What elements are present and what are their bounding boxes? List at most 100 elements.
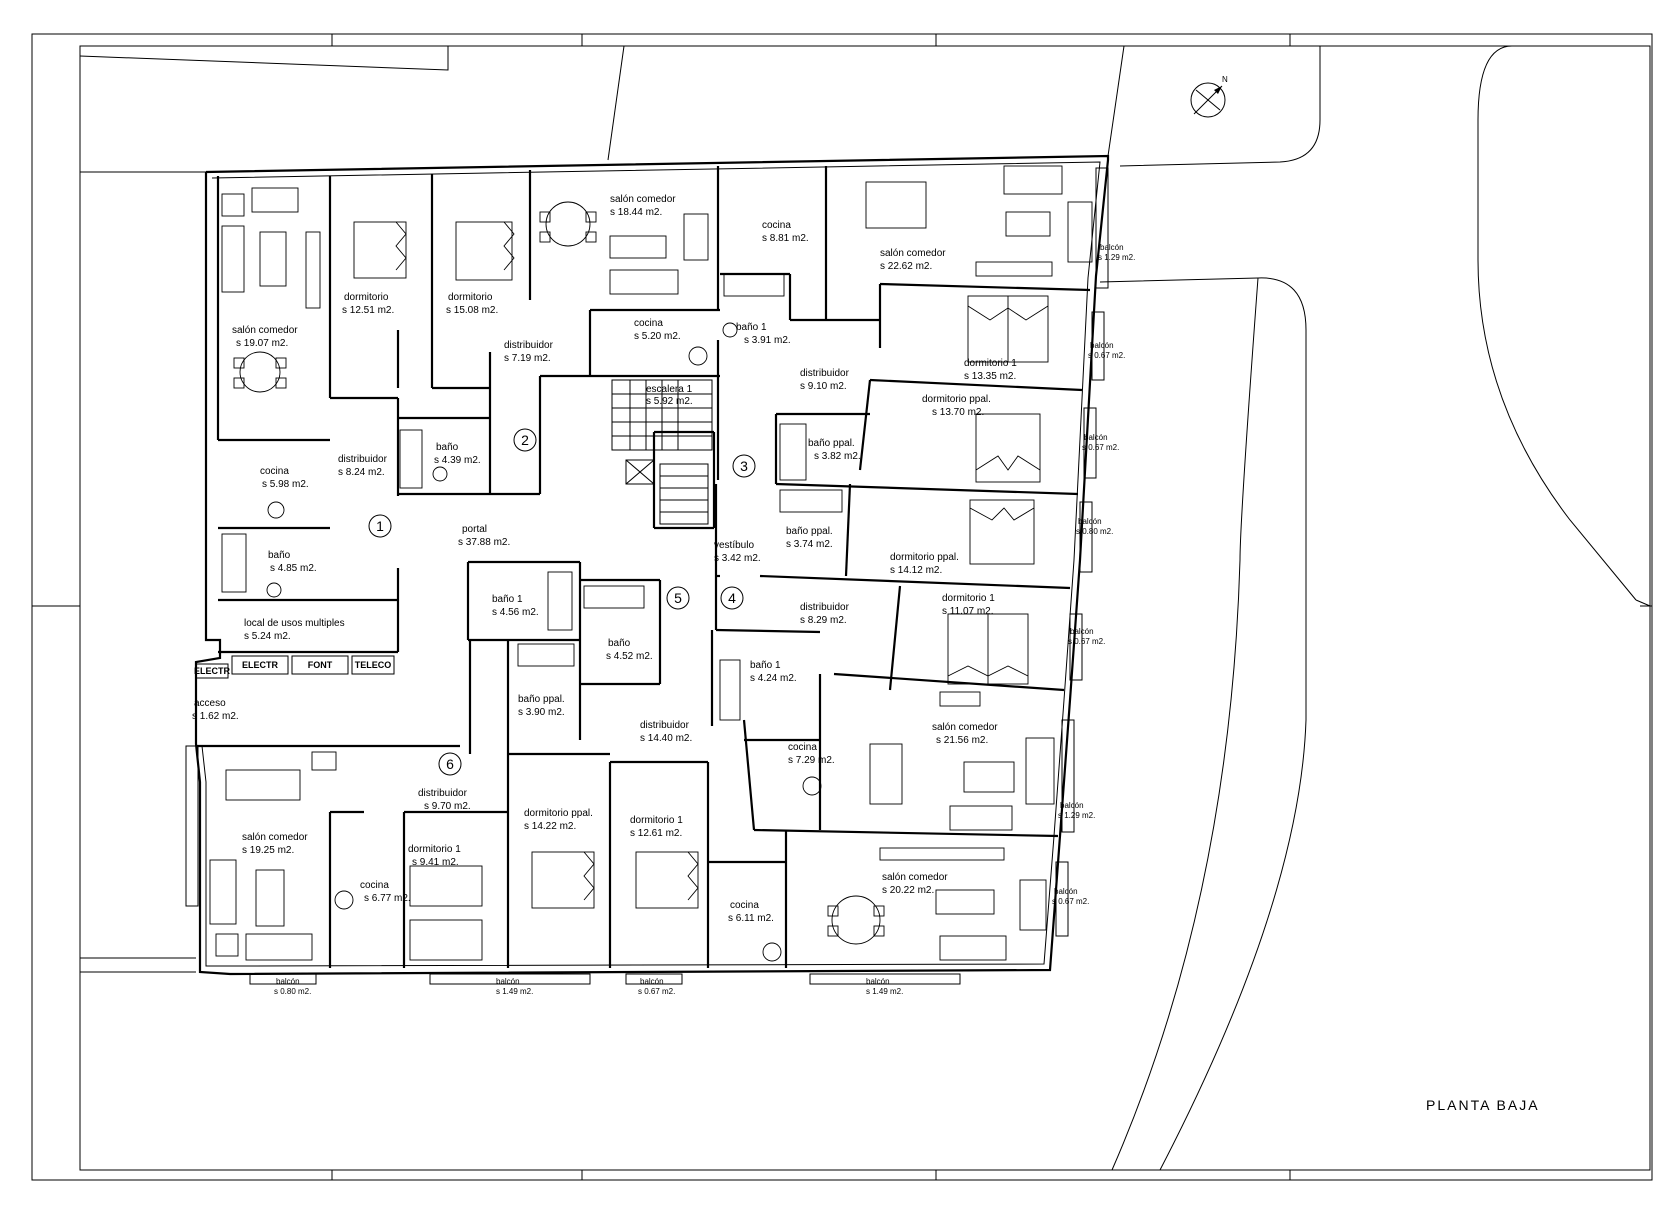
svg-text:s 3.42 m2.: s 3.42 m2. xyxy=(714,553,761,564)
svg-text:s 9.70 m2.: s 9.70 m2. xyxy=(424,801,471,812)
svg-text:s 19.25 m2.: s 19.25 m2. xyxy=(242,845,294,856)
svg-text:2: 2 xyxy=(521,432,529,448)
room-label-distribuidor-a: distribuidor s 7.19 m2. xyxy=(504,340,554,364)
svg-text:6: 6 xyxy=(446,756,454,772)
svg-text:s 14.12 m2.: s 14.12 m2. xyxy=(890,565,942,576)
svg-text:balcón: balcón xyxy=(1078,517,1102,526)
room-label-salon-2: salón comedor s 18.44 m2. xyxy=(610,194,676,218)
svg-text:s 4.85 m2.: s 4.85 m2. xyxy=(270,563,317,574)
svg-text:s 14.40 m2.: s 14.40 m2. xyxy=(640,733,692,744)
staircase xyxy=(611,379,713,525)
room-label-distribuidor-d: distribuidor s 8.29 m2. xyxy=(800,602,850,626)
svg-text:s 0.67 m2.: s 0.67 m2. xyxy=(1068,637,1105,646)
svg-text:s 19.07 m2.: s 19.07 m2. xyxy=(236,338,288,349)
svg-text:s 1.29 m2.: s 1.29 m2. xyxy=(1098,253,1135,262)
door-number-3: 3 xyxy=(732,454,756,478)
svg-text:baño 1: baño 1 xyxy=(492,594,523,605)
svg-text:s 1.49 m2.: s 1.49 m2. xyxy=(496,987,533,996)
svg-text:s 4.52 m2.: s 4.52 m2. xyxy=(606,651,653,662)
room-label-local: local de usos multiples s 5.24 m2. xyxy=(244,618,345,642)
svg-text:s 7.19 m2.: s 7.19 m2. xyxy=(504,353,551,364)
svg-text:dormitorio ppal.: dormitorio ppal. xyxy=(524,808,593,819)
svg-text:cocina: cocina xyxy=(788,742,817,753)
room-label-bano-ppal-c: baño ppal. s 3.90 m2. xyxy=(518,694,565,718)
svg-text:s 12.61 m2.: s 12.61 m2. xyxy=(630,828,682,839)
svg-text:s 5.24 m2.: s 5.24 m2. xyxy=(244,631,291,642)
svg-text:distribuidor: distribuidor xyxy=(504,340,554,351)
door-number-4: 4 xyxy=(720,586,744,610)
door-numbers: 1 2 3 4 5 6 xyxy=(368,428,756,776)
svg-text:s 3.82 m2.: s 3.82 m2. xyxy=(814,451,861,462)
svg-text:s 0.80 m2.: s 0.80 m2. xyxy=(1076,527,1113,536)
room-label-bano-ppal-a: baño ppal. s 3.82 m2. xyxy=(808,438,861,462)
svg-text:salón comedor: salón comedor xyxy=(610,194,676,205)
svg-text:cocina: cocina xyxy=(260,466,289,477)
svg-text:s 13.70 m2.: s 13.70 m2. xyxy=(932,407,984,418)
svg-text:s 3.90 m2.: s 3.90 m2. xyxy=(518,707,565,718)
svg-text:cocina: cocina xyxy=(730,900,759,911)
svg-text:dormitorio: dormitorio xyxy=(448,292,493,303)
svg-text:s 12.51 m2.: s 12.51 m2. xyxy=(342,305,394,316)
svg-text:s 7.29 m2.: s 7.29 m2. xyxy=(788,755,835,766)
svg-text:local de usos multiples: local de usos multiples xyxy=(244,618,345,629)
svg-text:baño ppal.: baño ppal. xyxy=(808,438,855,449)
svg-text:s 37.88 m2.: s 37.88 m2. xyxy=(458,537,510,548)
svg-text:baño ppal.: baño ppal. xyxy=(786,526,833,537)
svg-text:s 5.92 m2.: s 5.92 m2. xyxy=(646,396,693,407)
svg-text:dormitorio ppal.: dormitorio ppal. xyxy=(890,552,959,563)
install-label-electr-2: ELECTR xyxy=(242,660,279,670)
svg-text:balcón: balcón xyxy=(1060,801,1084,810)
balconies xyxy=(185,167,1109,985)
svg-text:balcón: balcón xyxy=(1100,243,1124,252)
svg-text:balcón: balcón xyxy=(1084,433,1108,442)
door-number-2: 2 xyxy=(513,428,537,452)
room-labels: salón comedor s 19.07 m2. dormitorio s 12.… xyxy=(192,194,1017,924)
svg-text:s 1.49 m2.: s 1.49 m2. xyxy=(866,987,903,996)
svg-text:s 18.44 m2.: s 18.44 m2. xyxy=(610,207,662,218)
svg-text:balcón: balcón xyxy=(640,977,664,986)
room-label-bano-ppal-b: baño ppal. s 3.74 m2. xyxy=(786,526,833,550)
svg-text:s 8.29 m2.: s 8.29 m2. xyxy=(800,615,847,626)
room-label-bano-1c: baño 1s 4.24 m2. xyxy=(750,660,797,684)
svg-text:balcón: balcón xyxy=(1054,887,1078,896)
svg-text:dormitorio ppal.: dormitorio ppal. xyxy=(922,394,991,405)
svg-text:balcón: balcón xyxy=(1090,341,1114,350)
room-label-dormitorio-ppal-c: dormitorio ppal.s 14.22 m2. xyxy=(524,808,593,832)
svg-text:baño 1: baño 1 xyxy=(736,322,767,333)
svg-text:dormitorio 1: dormitorio 1 xyxy=(408,844,461,855)
svg-text:cocina: cocina xyxy=(634,318,663,329)
svg-text:s 0.67 m2.: s 0.67 m2. xyxy=(1052,897,1089,906)
room-label-salon-1: salón comedor s 19.07 m2. xyxy=(232,325,298,349)
install-label-teleco: TELECO xyxy=(355,660,392,670)
svg-text:cocina: cocina xyxy=(360,880,389,891)
svg-text:s 8.81 m2.: s 8.81 m2. xyxy=(762,233,809,244)
svg-text:distribuidor: distribuidor xyxy=(800,602,850,613)
svg-text:dormitorio 1: dormitorio 1 xyxy=(964,358,1017,369)
svg-text:s 3.74 m2.: s 3.74 m2. xyxy=(786,539,833,550)
svg-text:salón comedor: salón comedor xyxy=(932,722,998,733)
svg-text:s 6.11 m2.: s 6.11 m2. xyxy=(728,913,774,924)
svg-text:s 4.56 m2.: s 4.56 m2. xyxy=(492,607,539,618)
svg-text:balcón: balcón xyxy=(866,977,890,986)
svg-text:salón comedor: salón comedor xyxy=(232,325,298,336)
svg-text:baño ppal.: baño ppal. xyxy=(518,694,565,705)
install-label-electr-1: ELECTR xyxy=(194,666,231,676)
svg-text:s 9.10 m2.: s 9.10 m2. xyxy=(800,381,847,392)
install-label-font: FONT xyxy=(308,660,333,670)
